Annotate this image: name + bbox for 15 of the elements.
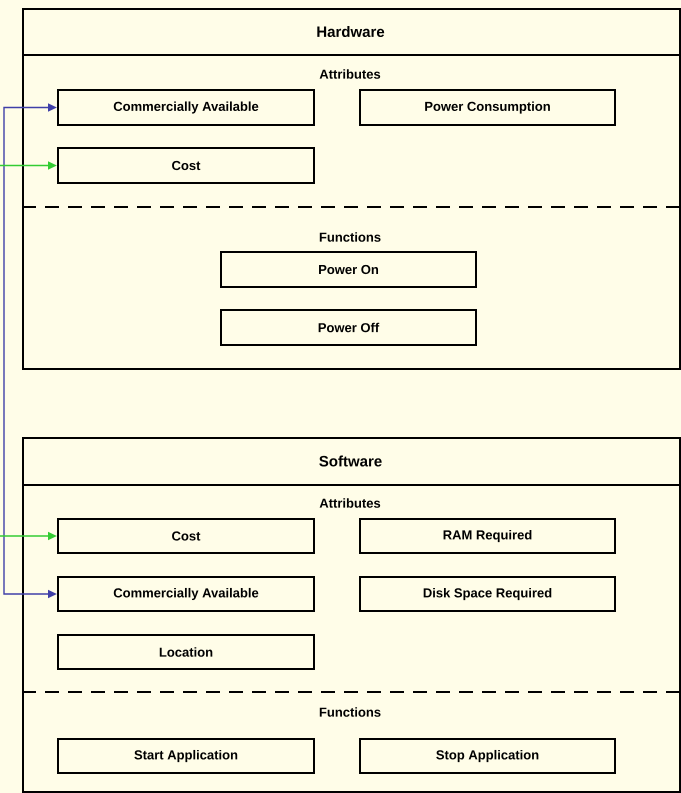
item-box: RAM Required (359, 518, 616, 554)
item-box: Commercially Available (57, 576, 315, 612)
item-box: Commercially Available (57, 89, 315, 126)
item-box: Cost (57, 518, 315, 554)
item-box: Location (57, 634, 315, 670)
item-box: Power Consumption (359, 89, 616, 126)
item-box: Power On (220, 251, 477, 288)
section-heading: Attributes (320, 498, 380, 508)
item-box: Power Off (220, 309, 477, 346)
item-box: Disk Space Required (359, 576, 616, 612)
item-box: Cost (57, 147, 315, 184)
item-box: Stop Application (359, 738, 616, 774)
section-heading: Functions (320, 707, 381, 717)
section-heading: Attributes (320, 69, 380, 79)
item-box: Start Application (57, 738, 315, 774)
